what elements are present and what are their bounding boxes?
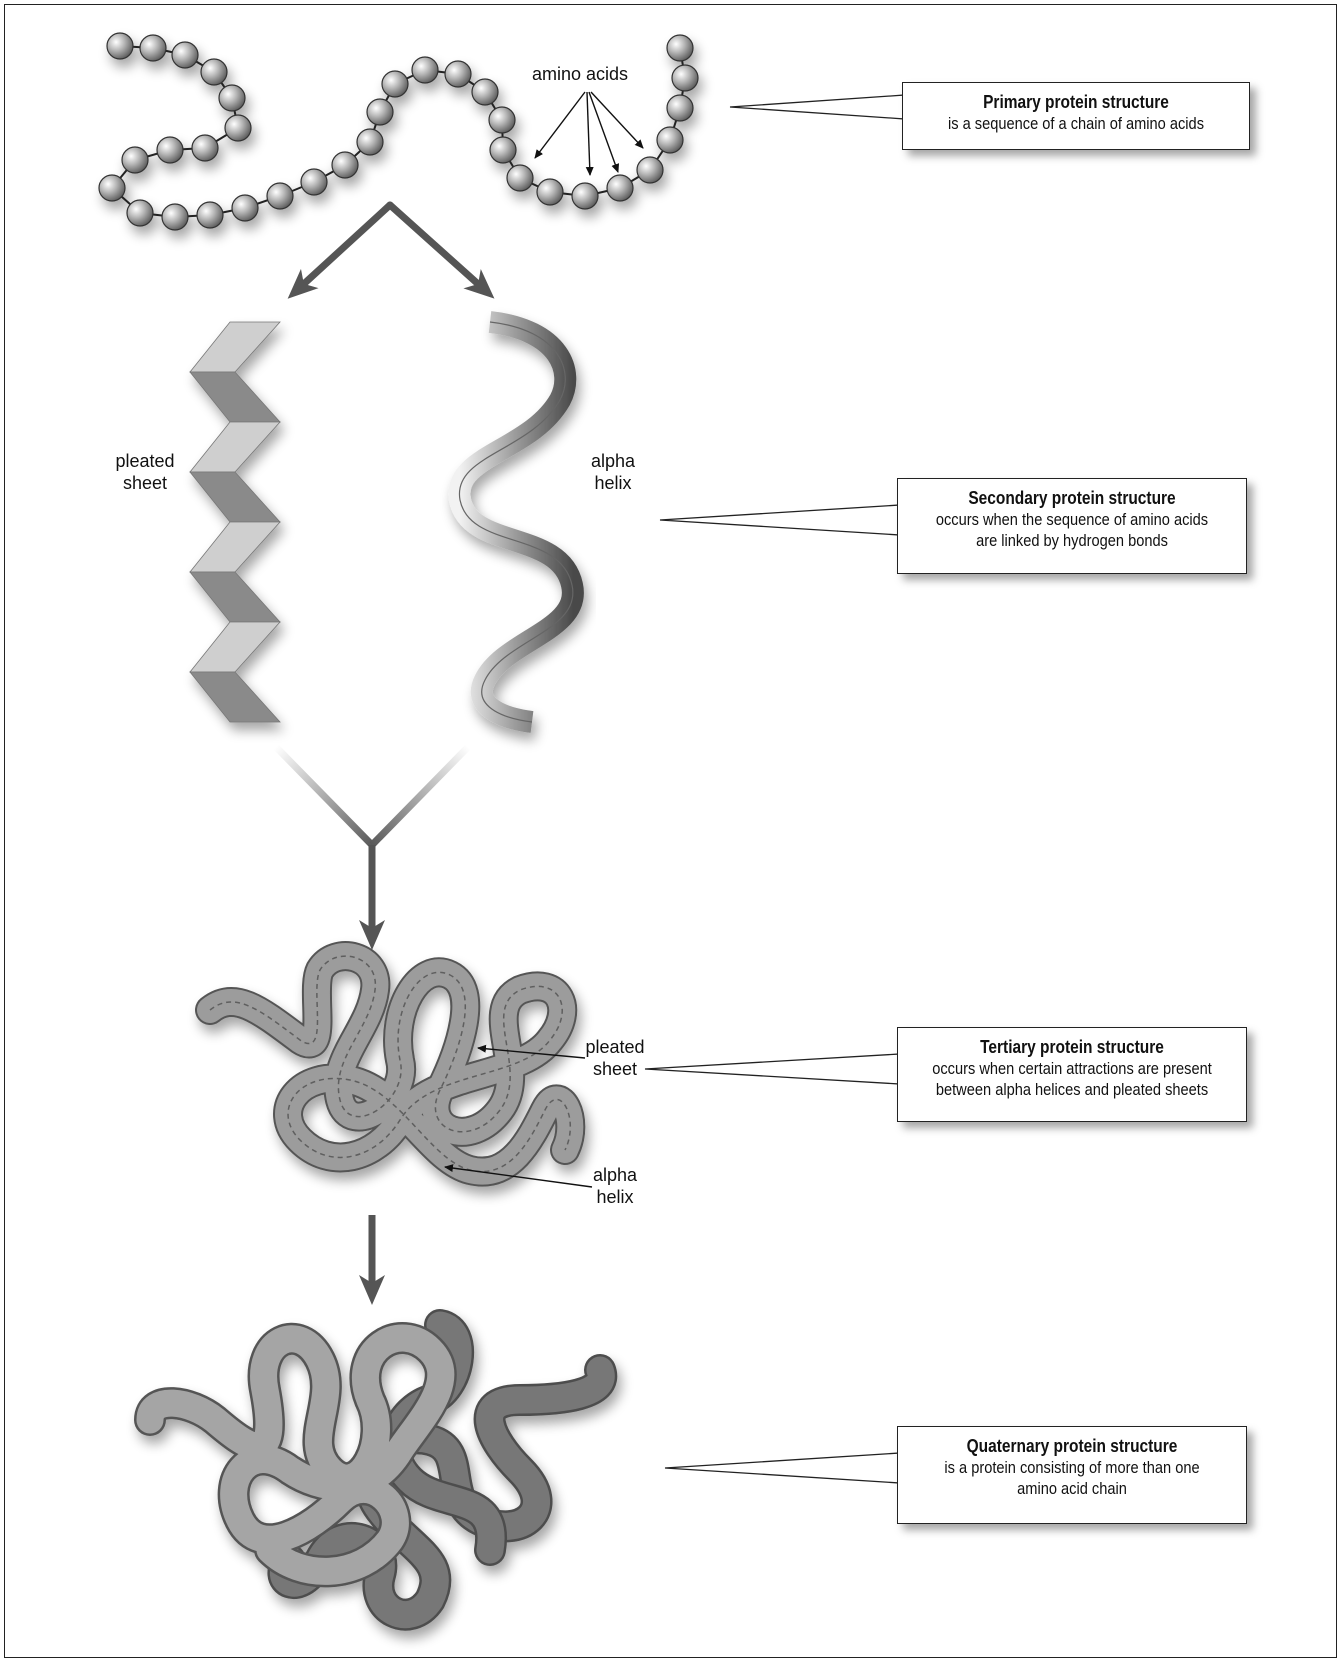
amino-acid-bead	[219, 85, 245, 111]
amino-acid-bead	[301, 169, 327, 195]
amino-acid-bead	[192, 135, 218, 161]
amino-acid-bead	[225, 115, 251, 141]
amino-acid-bead	[490, 137, 516, 163]
merge-arrows	[276, 747, 468, 940]
amino-acid-bead	[357, 129, 383, 155]
tertiary-alpha-label-1: alpha	[593, 1165, 638, 1185]
amino-acid-bead	[537, 179, 563, 205]
amino-acid-bead	[507, 165, 533, 191]
tertiary-callout-title: Tertiary protein structure	[931, 1036, 1213, 1058]
quaternary-callout-pointer	[665, 1453, 900, 1483]
secondary-callout-title: Secondary protein structure	[931, 487, 1213, 509]
amino-acid-bead	[99, 175, 125, 201]
primary-callout-title: Primary protein structure	[936, 91, 1216, 113]
tertiary-structure-shape	[210, 956, 570, 1171]
pleated-sheet-segment	[190, 572, 280, 622]
amino-acids-pointers	[535, 92, 643, 175]
amino-acid-bead	[667, 35, 693, 61]
amino-acid-bead	[140, 35, 166, 61]
quaternary-callout-title: Quaternary protein structure	[931, 1435, 1213, 1457]
pleated-sheet-segment	[190, 622, 280, 672]
tertiary-alpha-label-2: helix	[596, 1187, 633, 1207]
secondary-callout-box: Secondary protein structure occurs when …	[897, 478, 1247, 574]
pleated-sheet-label-2: sheet	[123, 473, 167, 493]
tertiary-pleated-label-1: pleated	[585, 1037, 644, 1057]
amino-acid-bead	[489, 107, 515, 133]
pleated-sheet-segment	[190, 672, 280, 722]
alpha-helix-label-1: alpha	[591, 451, 636, 471]
amino-acid-bead	[122, 147, 148, 173]
tertiary-callout-box: Tertiary protein structure occurs when c…	[897, 1027, 1247, 1122]
amino-acid-bead	[172, 42, 198, 68]
amino-acid-bead	[412, 57, 438, 83]
primary-callout-pointer	[730, 95, 905, 119]
amino-acid-bead	[572, 183, 598, 209]
primary-callout-desc: is a sequence of a chain of amino acids	[936, 113, 1216, 134]
amino-acid-bead	[445, 61, 471, 87]
amino-acid-bead	[201, 59, 227, 85]
quaternary-callout-desc: is a protein consisting of more than one…	[931, 1457, 1213, 1499]
amino-acid-bead	[472, 79, 498, 105]
amino-acid-bead	[657, 127, 683, 153]
tertiary-callout-desc: occurs when certain attractions are pres…	[931, 1058, 1213, 1100]
alpha-helix-shape	[459, 322, 572, 722]
pleated-sheet-segment	[190, 522, 280, 572]
amino-acid-bead	[232, 195, 258, 221]
tertiary-pleated-label-2: sheet	[593, 1059, 637, 1079]
split-arrows	[295, 205, 487, 292]
amino-acid-bead	[672, 65, 698, 91]
secondary-callout-pointer	[660, 505, 900, 535]
amino-acid-bead	[382, 71, 408, 97]
amino-acid-bead	[127, 200, 153, 226]
amino-acid-bead	[637, 157, 663, 183]
pleated-sheet-segment	[190, 422, 280, 472]
amino-acid-bead	[162, 204, 188, 230]
tertiary-callout-pointer	[645, 1054, 900, 1084]
amino-acid-bead	[332, 152, 358, 178]
amino-acid-chain	[99, 33, 698, 230]
amino-acid-bead	[107, 33, 133, 59]
secondary-callout-desc: occurs when the sequence of amino acids …	[931, 509, 1213, 551]
quaternary-callout-box: Quaternary protein structure is a protei…	[897, 1426, 1247, 1524]
pleated-sheet-shape	[190, 322, 280, 722]
primary-callout-box: Primary protein structure is a sequence …	[902, 82, 1250, 150]
pleated-sheet-label-1: pleated	[115, 451, 174, 471]
amino-acid-bead	[267, 183, 293, 209]
pleated-sheet-segment	[190, 322, 280, 372]
amino-acid-bead	[197, 202, 223, 228]
amino-acid-bead	[367, 99, 393, 125]
quaternary-structure-shape	[150, 1325, 601, 1615]
amino-acid-bead	[667, 95, 693, 121]
pleated-sheet-segment	[190, 372, 280, 422]
pleated-sheet-segment	[190, 472, 280, 522]
amino-acids-label: amino acids	[532, 64, 628, 84]
alpha-helix-label-2: helix	[594, 473, 631, 493]
amino-acid-bead	[157, 137, 183, 163]
amino-acid-bead	[607, 175, 633, 201]
